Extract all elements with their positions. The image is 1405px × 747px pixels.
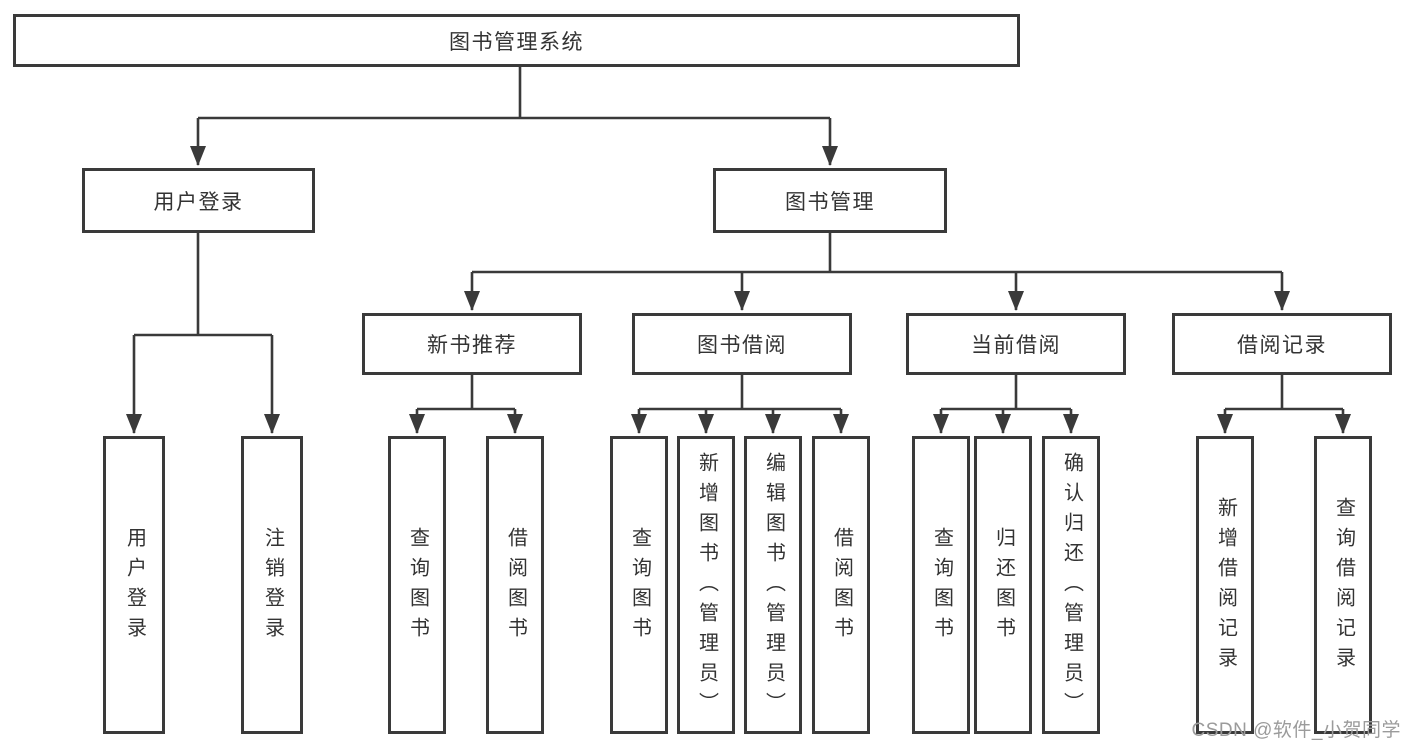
leaf-add-book-admin: 新增图书（管理员） xyxy=(677,436,735,734)
leaf-query-books-borrowing: 查询图书 xyxy=(610,436,668,734)
leaf-logout: 注销登录 xyxy=(241,436,303,734)
watermark: CSDN @软件_小贺同学 xyxy=(1191,720,1401,741)
leaf-query-books-recommend: 查询图书 xyxy=(388,436,446,734)
node-user-login: 用户登录 xyxy=(82,168,315,233)
node-current-borrowing: 当前借阅 xyxy=(906,313,1126,375)
leaf-query-borrow-record: 查询借阅记录 xyxy=(1314,436,1372,734)
node-borrowing-records: 借阅记录 xyxy=(1172,313,1392,375)
leaf-user-login: 用户登录 xyxy=(103,436,165,734)
node-book-management: 图书管理 xyxy=(713,168,947,233)
leaf-borrow-books-recommend: 借阅图书 xyxy=(486,436,544,734)
leaf-borrow-books-borrowing: 借阅图书 xyxy=(812,436,870,734)
connector-arrow-lines xyxy=(126,118,1351,434)
leaf-confirm-return-admin: 确认归还（管理员） xyxy=(1042,436,1100,734)
leaf-edit-book-admin: 编辑图书（管理员） xyxy=(744,436,802,734)
leaf-add-borrow-record: 新增借阅记录 xyxy=(1196,436,1254,734)
node-new-book-recommendation: 新书推荐 xyxy=(362,313,582,375)
leaf-return-book: 归还图书 xyxy=(974,436,1032,734)
node-book-borrowing: 图书借阅 xyxy=(632,313,852,375)
node-root: 图书管理系统 xyxy=(13,14,1020,67)
connector-plain-lines xyxy=(134,67,1343,411)
leaf-query-books-current: 查询图书 xyxy=(912,436,970,734)
